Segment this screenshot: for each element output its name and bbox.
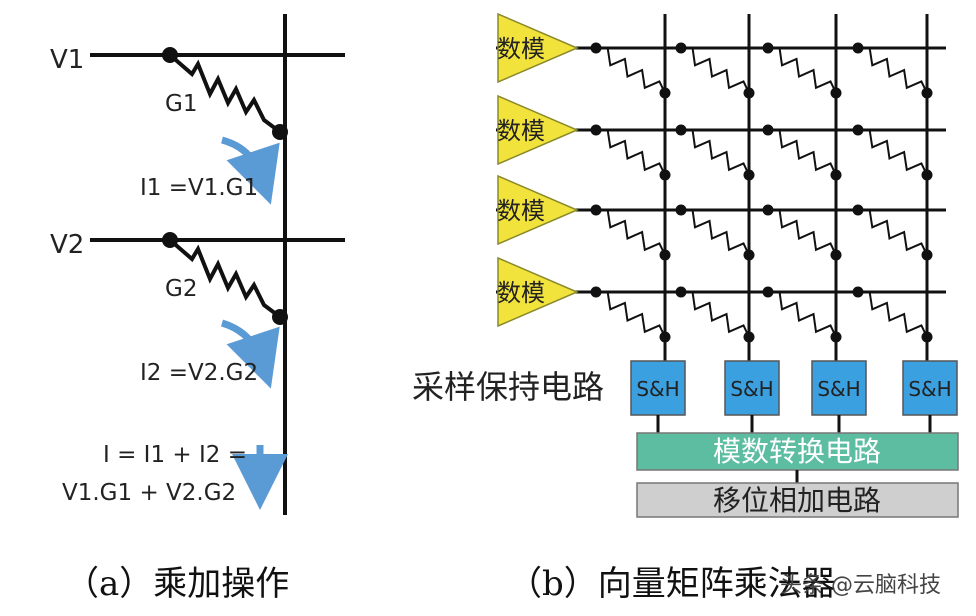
column-node-r2-c4 [921,169,933,181]
caption-a: （a）乘加操作 [65,564,289,604]
dac-triangle-4 [497,256,579,328]
shift-add-label: 移位相加电路 [713,484,881,517]
dac-triangle-1 [497,12,579,84]
label-i1: I1 =V1.G1 [140,175,258,201]
label-g1: G1 [165,91,197,117]
label-g2: G2 [165,276,197,302]
row-node-r3-c1 [590,204,602,216]
column-node-r4-c1 [659,331,671,343]
row-node-r3-c4 [852,204,864,216]
resistor-r1-c3 [767,46,837,94]
dac-label-3: 数模 [497,197,545,225]
adc-label: 模数转换电路 [713,435,881,468]
row-node-r4-c3 [762,286,774,298]
row-node-r1-c3 [762,42,774,54]
resistor-r4-c4 [857,290,928,338]
dac-triangle-2 [497,94,579,166]
current-arrow-i1 [220,136,280,205]
sh-block-2: S&H [724,360,780,416]
resistor-r4-c1 [595,290,666,338]
row-node-r2-c2 [675,124,687,136]
resistor-r2-c2 [680,128,750,176]
row-node-r3-c2 [675,204,687,216]
column-node-r2-c1 [659,169,671,181]
label-sum-line1: I = I1 + I2 = [103,442,247,468]
watermark: 头条 @云脑科技 [780,573,941,598]
row-node-r2-c1 [590,124,602,136]
label-v1: V1 [50,45,84,75]
column-node-r2-c2 [743,169,755,181]
adc-bar [636,432,959,471]
sh-label-1: S&H [636,377,679,401]
column-node-r4-c4 [921,331,933,343]
row-node-r3-c3 [762,204,774,216]
panel-a: V1 V2 G1 G2 I1 =V1.G1 I2 =V2.G2 I = I1 +… [50,14,345,604]
column-node-r4-c2 [743,331,755,343]
column-node-r3-c1 [659,249,671,261]
column-node-r3-c2 [743,249,755,261]
column-node-r1-c4 [921,87,933,99]
resistor-g2 [168,238,282,319]
resistor-r3-c3 [767,208,837,256]
label-v2: V2 [50,230,84,260]
resistor-r2-c3 [767,128,837,176]
column-node-r3-c4 [921,249,933,261]
column-node-r1-c1 [659,87,671,99]
dac-label-2: 数模 [497,117,545,145]
row-node-r1-c1 [590,42,602,54]
resistor-r1-c4 [857,46,928,94]
sample-hold-title: 采样保持电路 [412,368,604,406]
sh-block-4: S&H [902,360,958,416]
resistor-r4-c3 [767,290,837,338]
sh-label-2: S&H [730,377,773,401]
row-node-r4-c1 [590,286,602,298]
row-node-r1-c4 [852,42,864,54]
resistor-r1-c1 [595,46,666,94]
dac-triangle-3 [497,174,579,246]
resistor-r3-c1 [595,208,666,256]
resistor-g1 [168,53,282,134]
row-node-r4-c4 [852,286,864,298]
row-node-r4-c2 [675,286,687,298]
sh-label-3: S&H [817,377,860,401]
label-i2: I2 =V2.G2 [140,360,258,386]
dac-label-4: 数模 [497,279,545,307]
column-node-r4-c3 [830,331,842,343]
label-sum-line2: V1.G1 + V2.G2 [62,480,236,506]
row-node-r2-c4 [852,124,864,136]
sh-label-4: S&H [908,377,951,401]
sh-block-3: S&H [811,360,867,416]
resistor-r4-c2 [680,290,750,338]
resistor-r1-c2 [680,46,750,94]
dac-label-1: 数模 [497,35,545,63]
shift-add-bar [636,482,959,518]
column-node-r3-c3 [830,249,842,261]
caption-b: （b）向量矩阵乘法器 [508,564,836,604]
resistor-r2-c4 [857,128,928,176]
sh-block-1: S&H [630,360,686,416]
row-node-r2-c3 [762,124,774,136]
column-node-r1-c3 [830,87,842,99]
column-node-r1-c2 [743,87,755,99]
row-node-r1-c2 [675,42,687,54]
current-arrow-i2 [220,319,280,389]
column-node-r2-c3 [830,169,842,181]
resistor-r3-c2 [680,208,750,256]
resistor-r2-c1 [595,128,666,176]
resistor-r3-c4 [857,208,928,256]
